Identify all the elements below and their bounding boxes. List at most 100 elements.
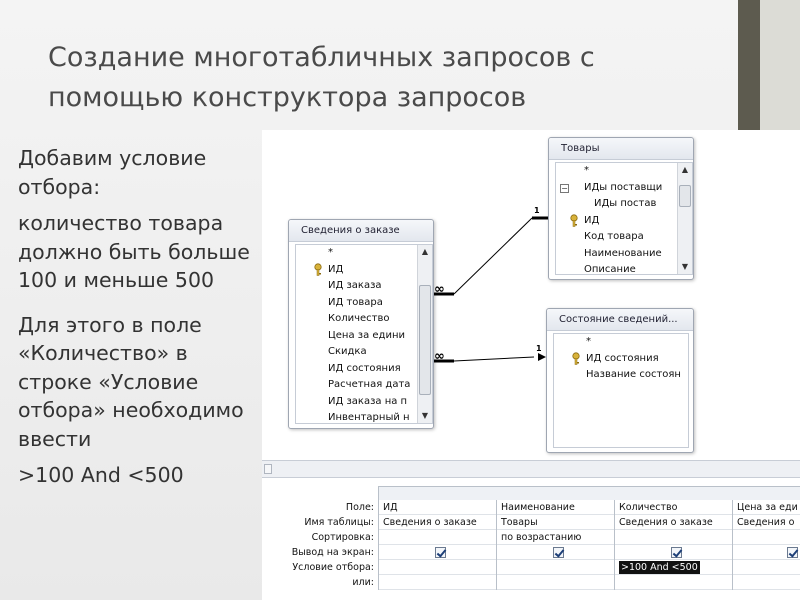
field-item[interactable]: Расчетная дата [328,379,411,390]
row-label-or: или: [352,577,374,588]
grid-cell-sort[interactable] [615,530,732,545]
field-item[interactable]: Описание [584,264,636,275]
table-window-svedeniya-o-zakaze[interactable]: Сведения о заказе * ИД ИД заказа ИД това… [288,219,434,429]
grid-cell-show [379,545,496,560]
field-item[interactable]: Цена за едини [328,329,405,341]
grid-column-4[interactable]: Цена за еди Сведения о [732,500,800,590]
body-paragraph-1: Добавим условие отбора: [18,146,207,199]
table-window-title[interactable]: Состояние сведений... [547,309,693,331]
row-label-criteria: Условие отбора: [292,562,374,573]
query-grid: Поле: Имя таблицы: Сортировка: Вывод на … [262,478,800,600]
grid-cell-table[interactable]: Сведения о заказе [615,515,732,530]
show-checkbox[interactable] [787,547,798,558]
row-label-show: Вывод на экран: [291,547,374,558]
splitter-grip[interactable] [264,464,272,474]
field-item[interactable]: − ИДы поставщи [556,180,692,197]
grid-column-3[interactable]: Количество Сведения о заказе >100 And <5… [614,500,732,590]
grid-cell-criteria[interactable]: >100 And <500 [615,560,732,575]
field-label: ИД [328,263,344,275]
field-list: * ИД состояния Название состоян [553,333,689,448]
relation-one-label-2: 1 [536,344,542,353]
table-window-title[interactable]: Товары [549,138,693,160]
grid-cell-sort[interactable] [379,530,496,545]
relation-line-1 [453,217,533,295]
table-pane[interactable]: 1 ∞ 1 ∞ Товары * − ИДы поставщи ИДы пост… [262,130,800,460]
grid-cell-field[interactable]: Наименование [497,500,614,515]
row-label-table: Имя таблицы: [304,517,374,528]
grid-column-1[interactable]: ИД Сведения о заказе [378,500,496,590]
field-list: * ИД ИД заказа ИД товара Количество Цена… [295,244,433,424]
row-label-sort: Сортировка: [311,532,374,543]
scroll-thumb[interactable] [419,285,431,395]
pane-splitter[interactable] [262,460,800,478]
body-paragraph-2: количество товара должно быть больше 100… [18,211,250,292]
column-selectors[interactable] [378,486,800,500]
field-item[interactable]: ИД товара [328,296,383,308]
criteria-value[interactable]: >100 And <500 [619,561,700,574]
slide-body: Добавим условие отбора: количество товар… [18,144,258,498]
grid-cell-table[interactable]: Товары [497,515,614,530]
grid-cell-table[interactable]: Сведения о [733,515,800,530]
grid-cell-or[interactable] [733,575,800,590]
relation-line-2 [453,356,535,362]
scroll-up-icon[interactable]: ▲ [681,165,689,174]
grid-cell-sort[interactable]: по возрастанию [497,530,614,545]
field-item[interactable]: ИД заказа на п [328,395,408,407]
scroll-up-icon[interactable]: ▲ [421,247,429,256]
field-label: ИД [584,214,600,226]
grid-cell-show [497,545,614,560]
relationship-lines [434,216,548,363]
grid-cell-table[interactable]: Сведения о заказе [379,515,496,530]
field-item[interactable]: ИД [556,213,692,230]
field-item[interactable]: * [328,247,333,258]
field-item[interactable]: * [584,165,589,176]
field-item[interactable]: ИДы постав [594,198,657,209]
field-item[interactable]: * [586,336,591,347]
grid-cell-criteria[interactable] [497,560,614,575]
show-checkbox[interactable] [553,547,564,558]
show-checkbox[interactable] [671,547,682,558]
scroll-thumb[interactable] [679,185,691,207]
field-item[interactable]: Название состоян [586,369,681,380]
primary-key-icon [570,213,578,227]
scroll-down-icon[interactable]: ▼ [421,411,429,420]
table-window-tovary[interactable]: Товары * − ИДы поставщи ИДы постав ИД Ко… [548,137,694,280]
grid-cell-or[interactable] [497,575,614,590]
relation-one-label-1: 1 [534,206,540,215]
field-list: * − ИДы поставщи ИДы постав ИД Код товар… [555,162,693,275]
grid-cell-or[interactable] [615,575,732,590]
slide-title: Создание многотабличных запросов с помощ… [48,42,595,113]
grid-cell-criteria[interactable] [733,560,800,575]
grid-cell-field[interactable]: Количество [615,500,732,515]
table-window-sostoyanie-svedeniy[interactable]: Состояние сведений... * ИД состояния Наз… [546,308,694,453]
field-list-scrollbar[interactable]: ▲ ▼ [677,163,692,274]
field-item[interactable]: ИД состояния [554,351,688,368]
grid-cell-criteria[interactable] [379,560,496,575]
collapse-icon[interactable]: − [560,183,569,193]
field-label: ИД состояния [586,352,659,364]
relation-many-label-1: ∞ [434,282,445,297]
grid-column-2[interactable]: Наименование Товары по возрастанию [496,500,614,590]
field-item[interactable]: ИД заказа [328,280,382,291]
grid-cell-show [615,545,732,560]
relation-arrow-2 [538,353,546,361]
show-checkbox[interactable] [435,547,446,558]
field-item[interactable]: ИД состояния [328,362,401,374]
field-item[interactable]: Инвентарный н [328,412,410,423]
field-item[interactable]: Наименование [584,247,662,259]
table-window-title[interactable]: Сведения о заказе [289,220,433,242]
grid-cell-or[interactable] [379,575,496,590]
field-item[interactable]: Скидка [328,346,367,357]
grid-cell-field[interactable]: Цена за еди [733,500,800,515]
body-paragraph-3: Для этого в поле «Количество» в строке «… [18,312,244,451]
field-list-scrollbar[interactable]: ▲ ▼ [417,245,432,423]
row-label-field: Поле: [345,502,374,513]
field-item[interactable]: Количество [328,313,390,324]
grid-cell-field[interactable]: ИД [379,500,496,515]
primary-key-icon [314,262,322,276]
grid-row-labels: Поле: Имя таблицы: Сортировка: Вывод на … [262,500,378,590]
scroll-down-icon[interactable]: ▼ [681,262,689,271]
field-item[interactable]: Код товара [584,231,644,242]
field-item[interactable]: ИД [296,262,432,279]
grid-cell-sort[interactable] [733,530,800,545]
